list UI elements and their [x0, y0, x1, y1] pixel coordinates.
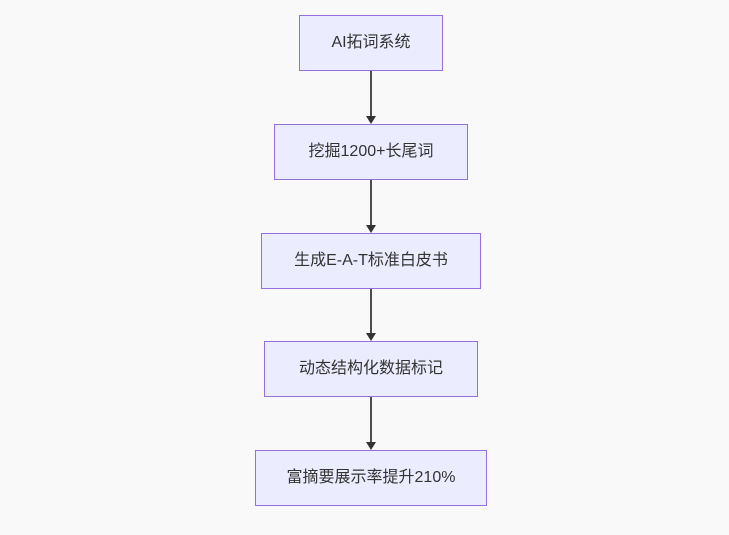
- node-label: 生成E-A-T标准白皮书: [294, 252, 448, 270]
- edge-line: [370, 180, 372, 227]
- edge-b-to-c: [365, 180, 377, 233]
- node-label: 富摘要展示率提升210%: [286, 469, 456, 487]
- flowchart-node-structured-data-markup: 动态结构化数据标记: [264, 341, 478, 397]
- edge-c-to-d: [365, 289, 377, 341]
- node-label: 挖掘1200+长尾词: [308, 143, 434, 161]
- node-label: AI拓词系统: [331, 34, 411, 52]
- arrowhead-down-icon: [366, 116, 376, 124]
- node-label: 动态结构化数据标记: [298, 360, 443, 378]
- arrowhead-down-icon: [366, 442, 376, 450]
- edge-line: [370, 71, 372, 118]
- flowchart-node-longtail-mining: 挖掘1200+长尾词: [274, 124, 468, 180]
- arrowhead-down-icon: [366, 225, 376, 233]
- arrowhead-down-icon: [366, 333, 376, 341]
- flowchart-node-rich-snippet-result: 富摘要展示率提升210%: [255, 450, 487, 506]
- edge-a-to-b: [365, 71, 377, 124]
- edge-line: [370, 289, 372, 335]
- edge-line: [370, 397, 372, 444]
- flowchart-node-ai-word-system: AI拓词系统: [299, 15, 443, 71]
- flowchart-node-eat-whitepaper: 生成E-A-T标准白皮书: [261, 233, 481, 289]
- edge-d-to-e: [365, 397, 377, 450]
